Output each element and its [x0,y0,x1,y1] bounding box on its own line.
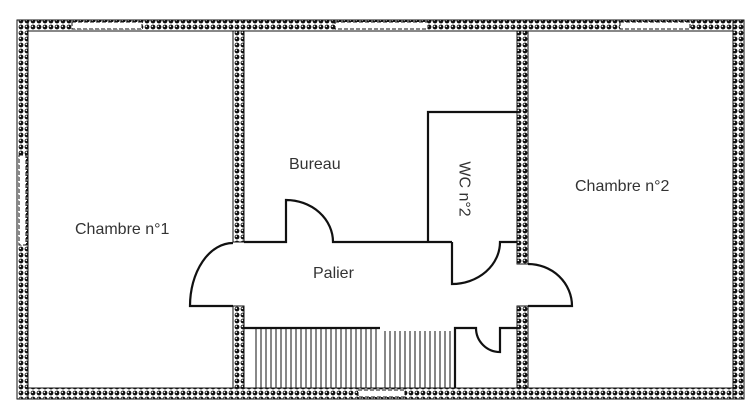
interior-walls [232,30,529,389]
wc-door [450,240,517,286]
wall-right-inner-lower [516,305,529,389]
window-top-bureau [334,21,429,30]
window-top-chambre1 [71,21,143,30]
room-label-chambre2: Chambre n°2 [575,178,670,195]
window-bottom-stairs [357,389,406,398]
partitions [188,110,574,388]
wall-right [732,19,745,400]
window-left-chambre1 [18,154,27,246]
chambre2-door [527,262,574,308]
bureau-palier-partition [244,198,452,244]
closet-partition [453,326,517,388]
room-label-chambre1: Chambre n°1 [75,221,170,238]
wall-right-inner-upper [516,30,529,265]
wall-left-inner-lower [232,305,245,389]
outer-walls [16,19,745,400]
wall-left-inner-upper [232,30,245,243]
room-label-wc2: WC n°2 [455,161,473,217]
room-label-palier: Palier [313,265,354,282]
room-label-bureau: Bureau [289,156,341,173]
chambre1-door [188,241,234,308]
wc-partition [426,110,517,242]
window-top-chambre2 [619,21,691,30]
windows [18,21,691,398]
staircase [255,328,451,388]
